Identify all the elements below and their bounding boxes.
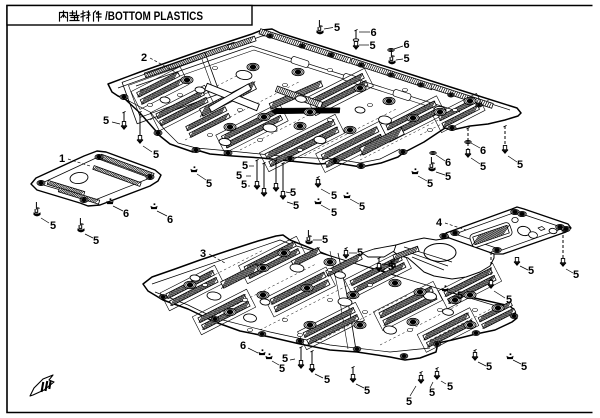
svg-text:6: 6	[404, 39, 410, 51]
svg-text:5: 5	[480, 161, 486, 173]
svg-text:3: 3	[200, 248, 206, 260]
svg-text:5: 5	[103, 115, 109, 127]
svg-text:6: 6	[123, 208, 129, 220]
svg-text:5: 5	[357, 247, 363, 259]
svg-text:6: 6	[480, 145, 486, 157]
svg-text:5: 5	[324, 374, 330, 386]
svg-text:6: 6	[240, 340, 246, 352]
svg-text:5: 5	[404, 53, 410, 65]
svg-text:5: 5	[241, 179, 247, 191]
svg-text:/BOTTOM PLASTICS: /BOTTOM PLASTICS	[105, 11, 203, 23]
svg-text:5: 5	[457, 290, 463, 302]
svg-text:5: 5	[517, 159, 523, 171]
svg-text:6: 6	[167, 214, 173, 226]
svg-text:6: 6	[445, 157, 451, 169]
svg-text:5: 5	[447, 381, 453, 393]
svg-text:5: 5	[445, 171, 451, 183]
svg-text:6: 6	[371, 27, 377, 39]
svg-text:5: 5	[427, 178, 433, 190]
svg-text:5: 5	[282, 353, 288, 365]
svg-text:5: 5	[388, 261, 394, 273]
svg-text:5: 5	[293, 200, 299, 212]
svg-text:5: 5	[236, 170, 242, 182]
svg-text:5: 5	[390, 259, 396, 271]
svg-text:5: 5	[242, 160, 248, 172]
svg-text:2: 2	[141, 52, 147, 64]
svg-text:5: 5	[429, 387, 435, 399]
svg-text:1: 1	[59, 153, 65, 165]
svg-text:5: 5	[206, 178, 212, 190]
svg-text:5: 5	[331, 190, 337, 202]
svg-text:5: 5	[521, 361, 527, 373]
svg-text:5: 5	[334, 22, 340, 34]
svg-text:5: 5	[153, 149, 159, 161]
svg-text:5: 5	[50, 220, 56, 232]
svg-text:5: 5	[331, 207, 337, 219]
svg-text:5: 5	[573, 269, 579, 281]
svg-text:5: 5	[370, 40, 376, 52]
svg-text:5: 5	[364, 385, 370, 397]
svg-text:5: 5	[406, 396, 412, 408]
svg-text:5: 5	[506, 294, 512, 306]
svg-text:5: 5	[528, 265, 534, 277]
svg-text:4: 4	[436, 217, 443, 229]
svg-text:5: 5	[359, 201, 365, 213]
svg-text:5: 5	[486, 361, 492, 373]
svg-text:5: 5	[290, 187, 296, 199]
svg-text:5: 5	[93, 235, 99, 247]
svg-text:5: 5	[279, 363, 285, 375]
svg-text:5: 5	[322, 234, 328, 246]
